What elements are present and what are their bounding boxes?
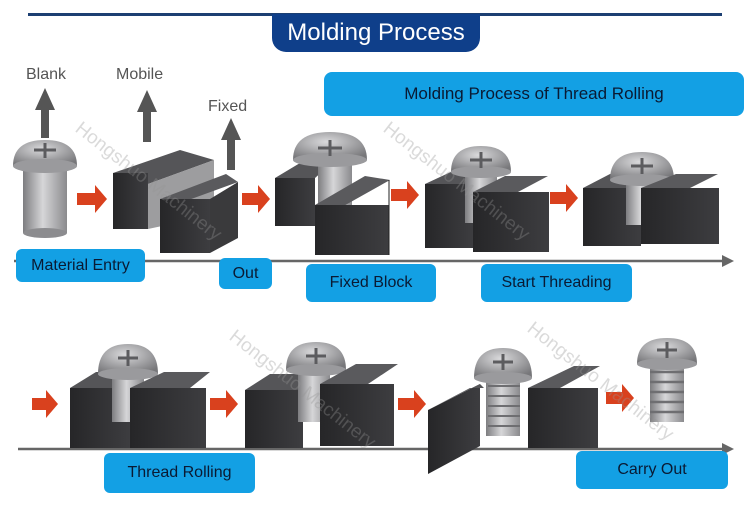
- arrow-up-icon: [35, 88, 55, 138]
- arrow-right-icon: [210, 390, 238, 418]
- arrow-right-icon: [77, 185, 107, 213]
- arrow-up-icon: [221, 118, 241, 170]
- label-blank: Blank: [26, 66, 67, 83]
- finished-screw-icon: [637, 338, 697, 422]
- arrow-right-icon: [606, 384, 634, 412]
- label-fixed: Fixed: [208, 98, 248, 115]
- page-title: Molding Process: [272, 14, 480, 52]
- dies-separating-icon: [428, 348, 600, 474]
- die-pair-icon: [113, 150, 238, 253]
- thread-rolling-progress-icon: [245, 342, 398, 448]
- arrow-right-icon: [242, 185, 270, 213]
- stage-out: Out: [219, 258, 272, 289]
- blank-screw-icon: [13, 140, 77, 238]
- threading-icon: [583, 152, 719, 246]
- stage-carry-out: Carry Out: [576, 451, 728, 489]
- start-threading-icon: [425, 146, 549, 252]
- arrow-up-icon: [137, 90, 157, 142]
- arrow-right-icon: [550, 184, 578, 212]
- stage-material-entry: Material Entry: [16, 249, 145, 282]
- arrow-right-icon: [32, 390, 58, 418]
- stage-start-threading: Start Threading: [481, 264, 632, 302]
- label-mobile: Mobile: [116, 66, 164, 83]
- stage-fixed-block: Fixed Block: [306, 264, 436, 302]
- thread-rolling-dies-icon: [70, 344, 210, 448]
- stage-thread-rolling: Thread Rolling: [104, 453, 255, 493]
- arrow-right-icon: [391, 181, 419, 209]
- arrow-right-icon: [398, 390, 426, 418]
- screw-in-dies-icon: [275, 132, 390, 255]
- process-subtitle: Molding Process of Thread Rolling: [324, 72, 744, 116]
